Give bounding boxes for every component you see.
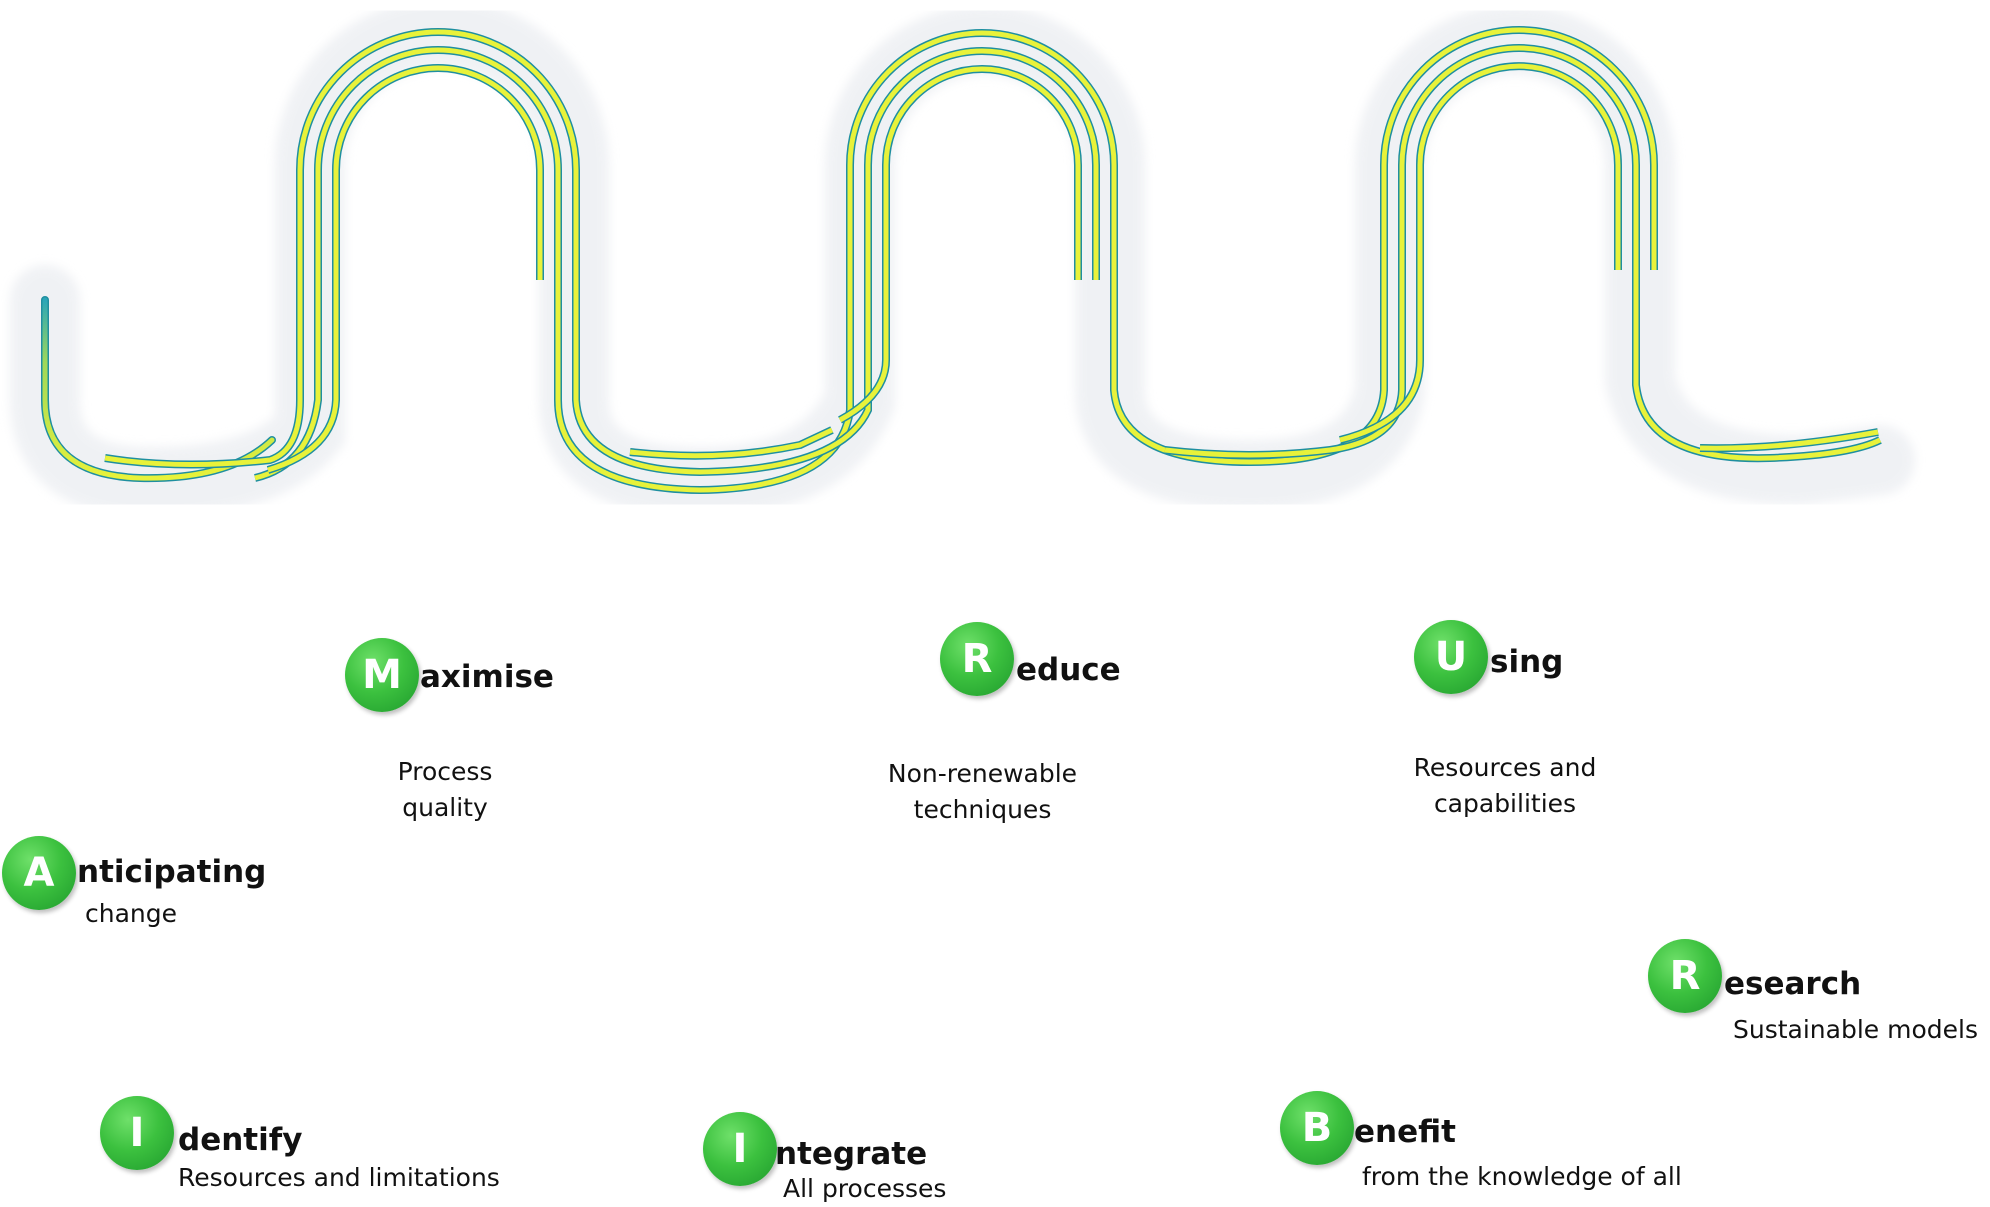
step-description: from the knowledge of all: [1362, 1162, 1682, 1191]
letter-badge-m: M: [345, 638, 419, 712]
step-description: All processes: [783, 1174, 947, 1203]
step-description-line-2: capabilities: [1433, 789, 1577, 818]
winding-road-track: [10, 0, 1915, 518]
letter-badge-r: R: [940, 622, 1014, 696]
step-description-line-1: Non-renewable: [887, 759, 1078, 788]
letter-badge-a: A: [2, 836, 76, 910]
step-description-line-1: Resources and: [1413, 753, 1597, 782]
step-title-rest: esearch: [1724, 966, 1862, 1002]
step-description: Sustainable models: [1733, 1015, 1978, 1044]
step-title-rest: sing: [1490, 644, 1564, 680]
step-description-line-2: quality: [402, 793, 488, 822]
letter-badge-u: U: [1414, 620, 1488, 694]
step-title-rest: enefit: [1354, 1114, 1456, 1150]
step-title-rest: nticipating: [77, 854, 267, 890]
step-title-rest: educe: [1016, 652, 1121, 688]
letter-badge-b: B: [1280, 1091, 1354, 1165]
step-description-line-2: techniques: [913, 795, 1052, 824]
track-lines: [41, 26, 1882, 495]
step-description: Resources and limitations: [178, 1163, 500, 1192]
step-title-rest: dentify: [178, 1122, 303, 1158]
step-description-line-1: Process: [397, 757, 493, 786]
letter-badge-r: R: [1648, 939, 1722, 1013]
step-title-rest: aximise: [420, 659, 554, 695]
step-title-rest: ntegrate: [775, 1136, 928, 1172]
step-description: change: [85, 899, 178, 928]
letter-badge-i: I: [703, 1112, 777, 1186]
letter-badge-i: I: [100, 1096, 174, 1170]
